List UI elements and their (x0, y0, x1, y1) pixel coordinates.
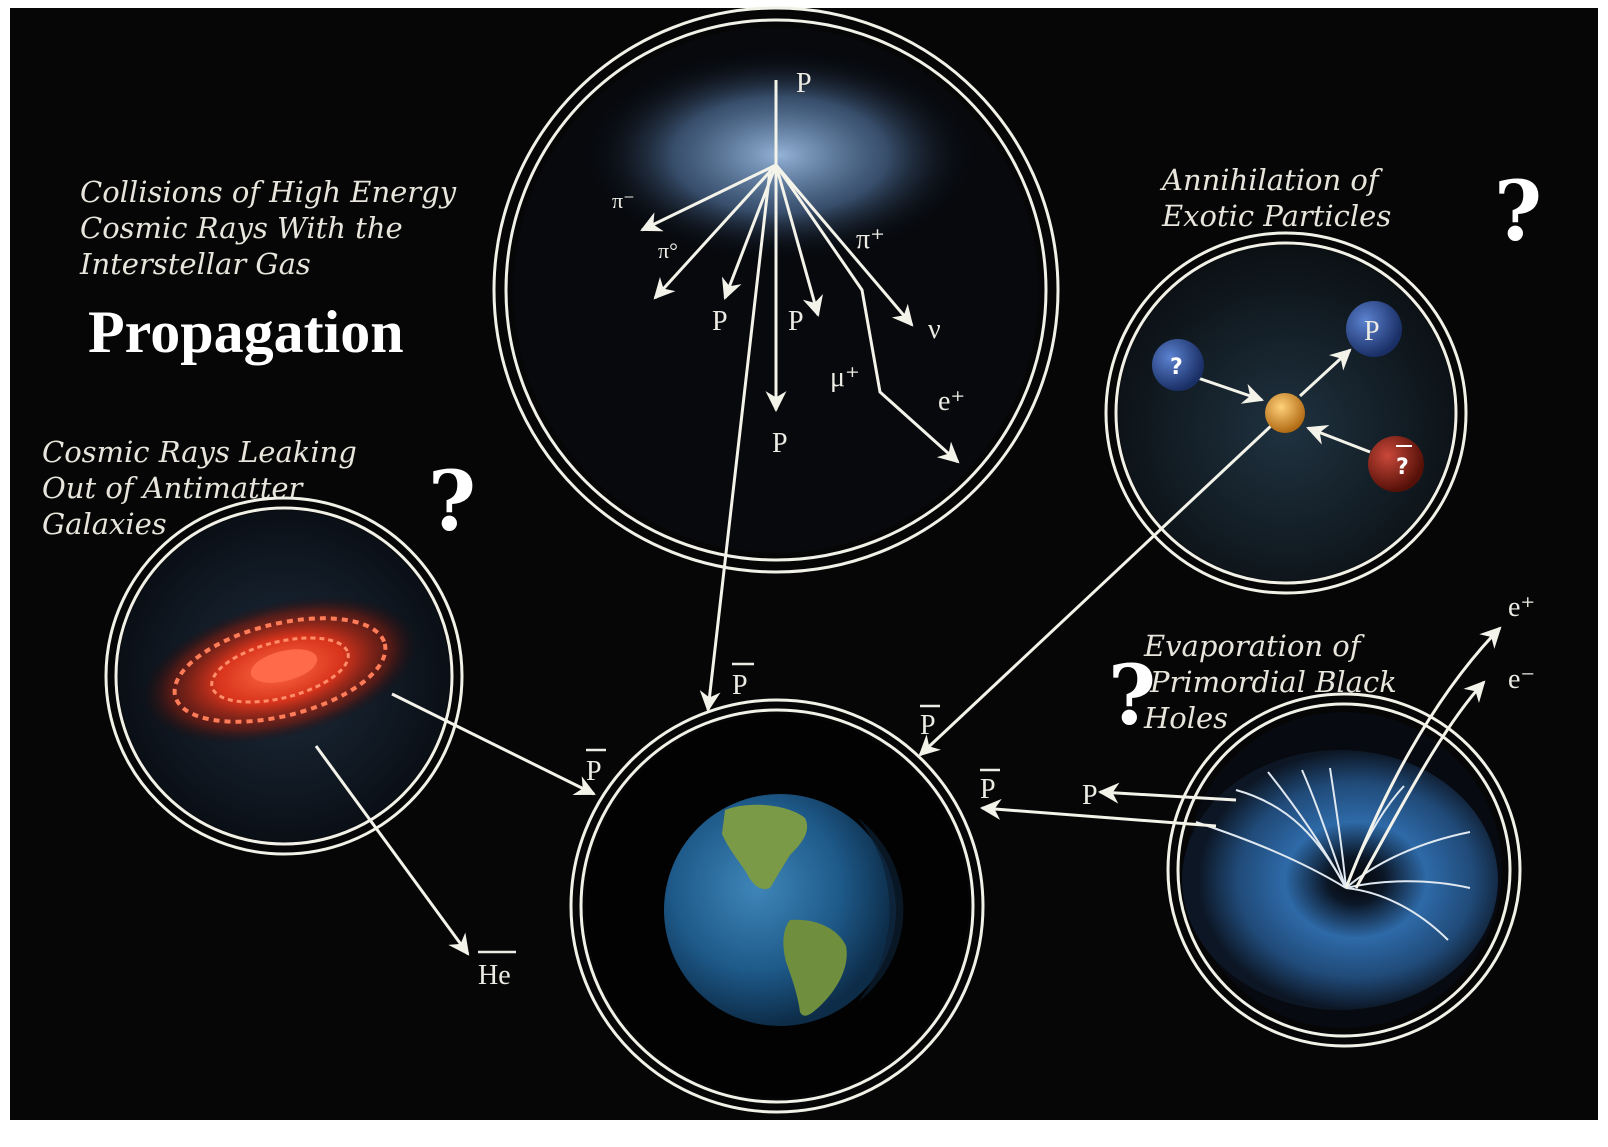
proton-label-3: P (772, 428, 788, 459)
positron-label: e⁺ (1508, 592, 1535, 623)
collisions-caption-line-3: Interstellar Gas (79, 247, 311, 281)
pbar-annihilation-text: P (920, 710, 936, 741)
annihilation-caption-line-2: Exotic Particles (1161, 199, 1391, 233)
proton-label-black-hole: P (1082, 780, 1098, 811)
evaporation-caption-line-1: Evaporation of (1143, 629, 1366, 663)
primordial-black-hole (1182, 750, 1498, 1010)
question-mark-galaxies: ? (428, 454, 476, 550)
annihilation-point (1265, 393, 1305, 433)
collisions-caption-line-2: Cosmic Rays With the (80, 211, 403, 245)
leaking-caption-line-1: Cosmic Rays Leaking (42, 435, 357, 469)
muon-label: μ⁺ (830, 362, 860, 393)
proton-label-1: P (712, 306, 728, 337)
pbar-top-text: P (732, 670, 748, 701)
proton-label-top: P (796, 68, 812, 99)
pbar-galaxy-text: P (586, 756, 602, 787)
exotic-particle-red-label: ? (1396, 455, 1409, 480)
proton-label-2: P (788, 306, 804, 337)
collisions-caption-line-1: Collisions of High Energy (80, 175, 457, 209)
proton-particle-label: P (1364, 316, 1380, 347)
annihilation-caption-line-1: Annihilation of (1159, 163, 1384, 197)
propagation-heading: Propagation (88, 299, 404, 365)
positron-label-top: e⁺ (938, 386, 965, 417)
pi-plus-label: π⁺ (856, 224, 885, 255)
question-mark-annihilation: ? (1494, 164, 1542, 260)
electron-label: e⁻ (1508, 664, 1535, 695)
pbar-black-hole-text: P (980, 774, 996, 805)
pi-minus-label: π⁻ (612, 188, 635, 213)
exotic-particle-blue-label: ? (1170, 355, 1183, 380)
leaking-caption-line-3: Galaxies (42, 507, 167, 541)
question-mark-black-holes: ? (1108, 648, 1156, 744)
antihelium-text: He (478, 960, 511, 991)
neutrino-label: ν (928, 314, 941, 345)
pi-zero-label: π° (658, 238, 678, 263)
